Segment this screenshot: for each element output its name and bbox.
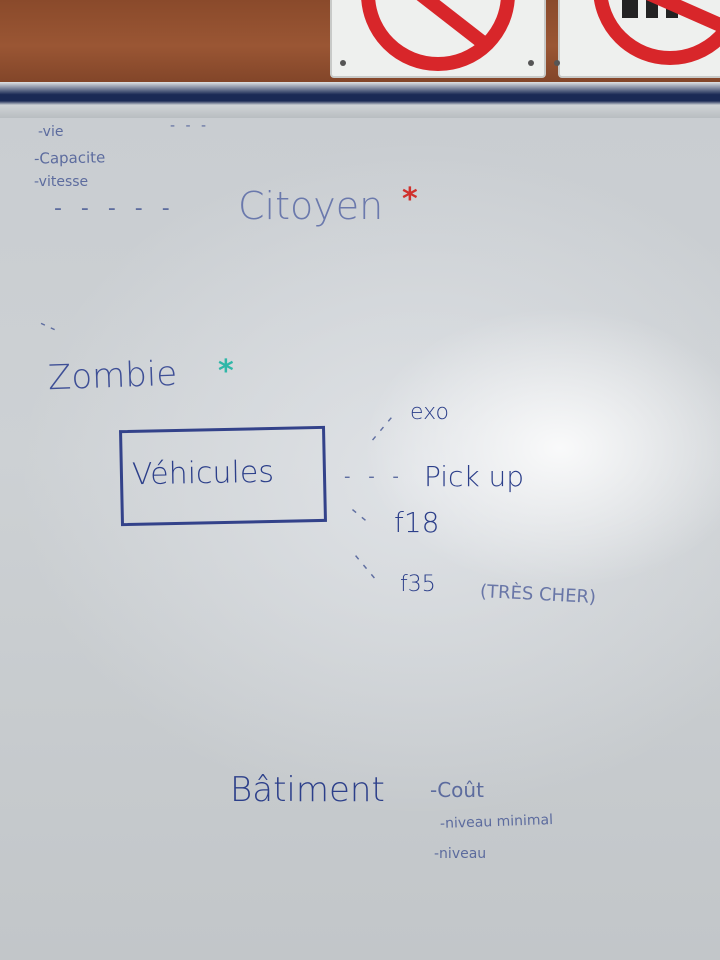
zombie-label: Zombie bbox=[47, 353, 178, 399]
pin bbox=[528, 60, 534, 66]
no-food-sign bbox=[554, 0, 720, 78]
vehicle-item: f18 bbox=[394, 506, 440, 539]
top-list-item: -vie bbox=[38, 124, 64, 140]
batiment-item: -niveau bbox=[434, 846, 487, 862]
batiment-label: Bâtiment bbox=[230, 770, 385, 810]
pin bbox=[554, 60, 560, 66]
vehicle-item: Pick up bbox=[424, 460, 525, 493]
dash-mark: - - - bbox=[170, 118, 210, 134]
teal-star: * bbox=[218, 354, 234, 389]
pin bbox=[340, 60, 346, 66]
dash-mark: - - - - - bbox=[54, 196, 176, 221]
top-list-item: -vitesse bbox=[34, 174, 89, 190]
whiteboard bbox=[0, 118, 720, 960]
vehicules-label: Véhicules bbox=[131, 454, 275, 493]
no-entry-sign bbox=[330, 0, 546, 78]
citoyen-label: Citoyen bbox=[238, 184, 384, 228]
dash-mark: - - - bbox=[344, 466, 405, 487]
cork-board bbox=[0, 0, 720, 92]
whiteboard-frame bbox=[0, 82, 720, 124]
vehicle-item: f35 bbox=[400, 572, 436, 597]
vehicle-item: exo bbox=[410, 400, 449, 425]
batiment-item: -Coût bbox=[430, 778, 484, 802]
no-entry-sign-icon bbox=[361, 0, 515, 71]
top-list-item: -Capacite bbox=[33, 148, 106, 168]
red-star: * bbox=[402, 182, 418, 217]
no-entry-sign-icon bbox=[593, 0, 720, 65]
